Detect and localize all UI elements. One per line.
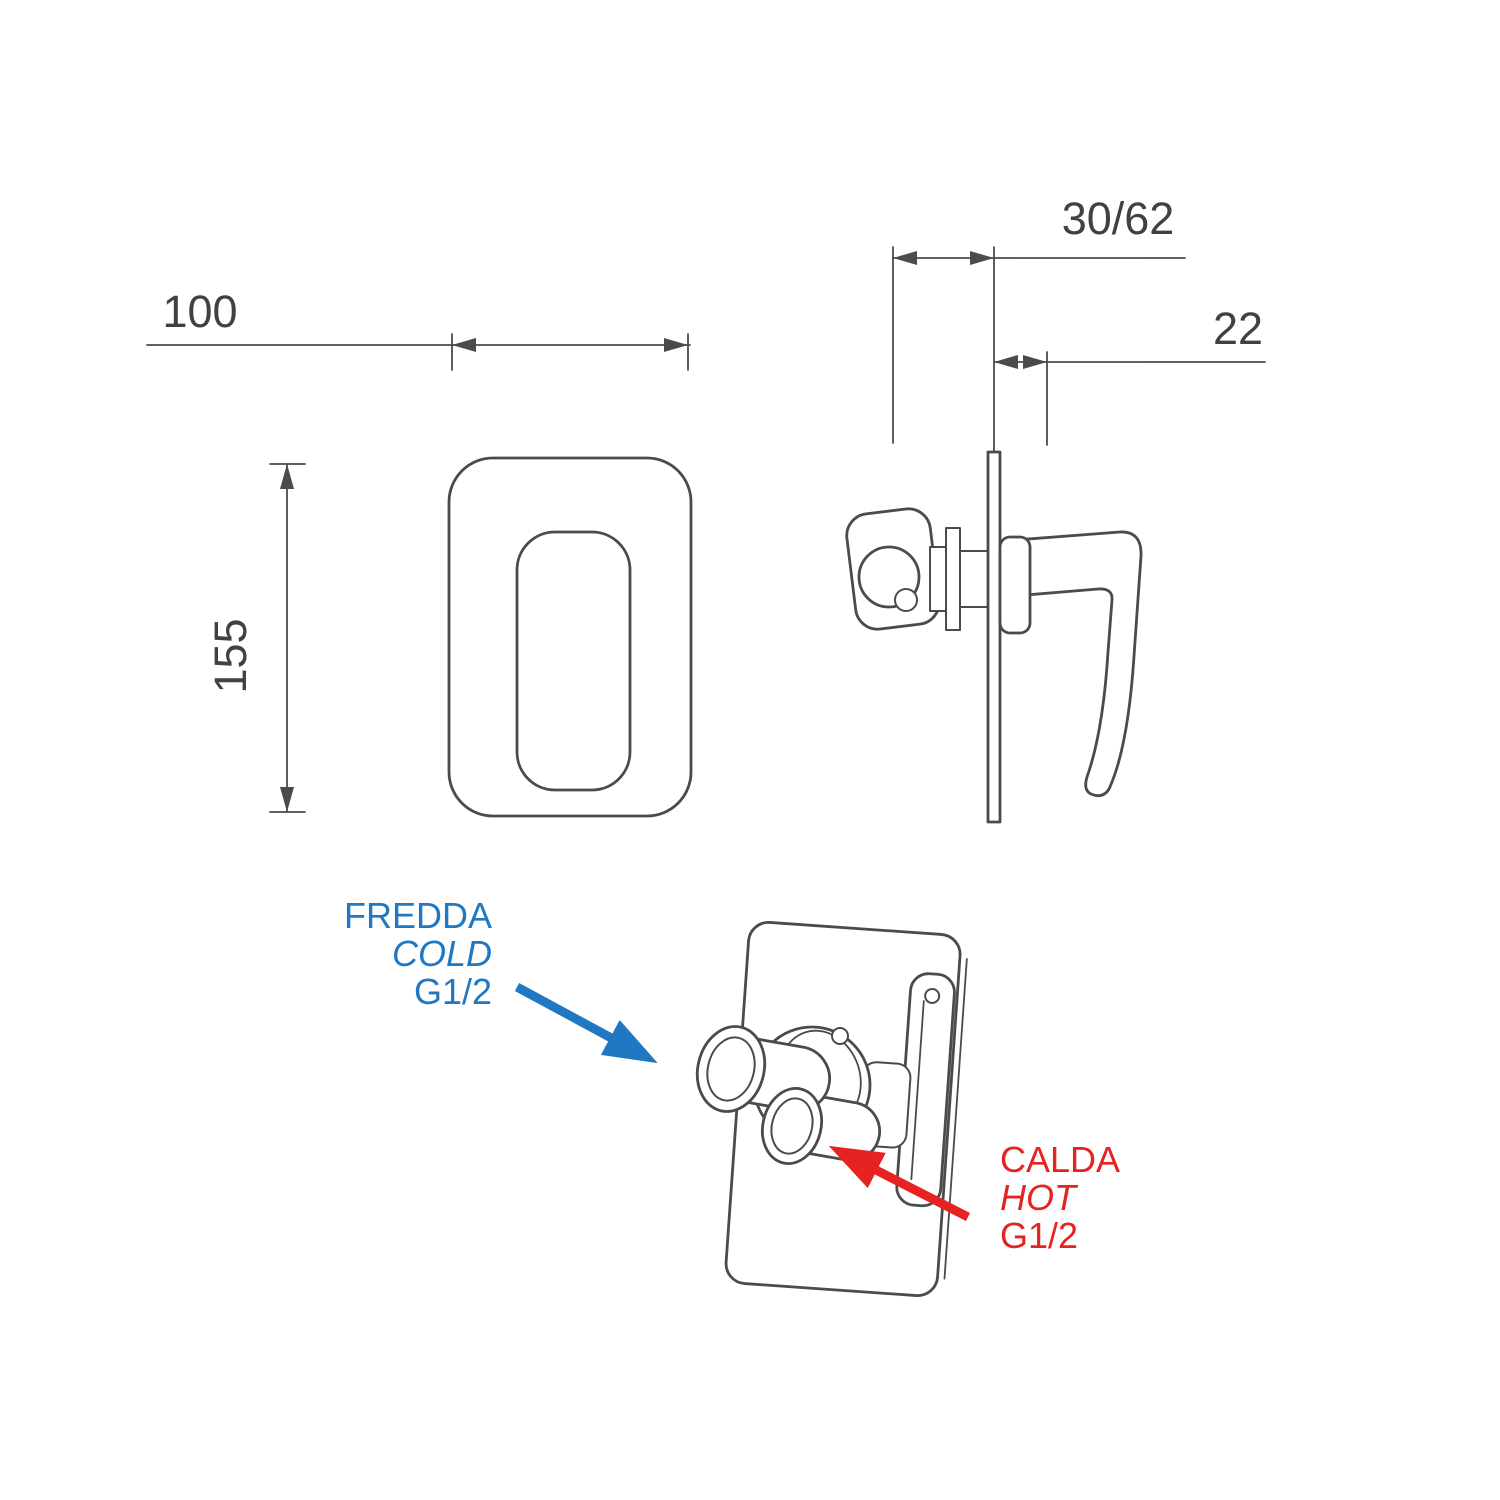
dim-height: 155 <box>205 463 306 813</box>
dim-width: 100 <box>146 286 691 371</box>
perspective-view <box>695 920 968 1298</box>
dim-depth-label: 30/62 <box>1062 193 1175 244</box>
side-cartridge-flange <box>945 527 961 631</box>
cold-arrow <box>514 983 658 1064</box>
hot-connection-annotation: CALDA HOT G1/2 <box>828 1139 1120 1256</box>
hot-label-name: CALDA <box>1000 1139 1120 1180</box>
dim-height-label: 155 <box>205 618 256 693</box>
dim-trim-arrow-left-icon <box>994 355 1018 369</box>
side-handle-base <box>998 535 1032 635</box>
dim-trim-label: 22 <box>1213 303 1263 354</box>
cold-inlet-thread <box>706 1036 756 1102</box>
front-plate-opening <box>515 530 632 792</box>
cold-label-thread: G1/2 <box>414 971 492 1012</box>
dim-depth: 30/62 <box>892 193 1186 453</box>
perspective-handle-screw <box>924 987 941 1004</box>
dim-width-arrow-left-icon <box>452 338 476 352</box>
cold-connection-annotation: FREDDA COLD G1/2 <box>344 895 658 1064</box>
hot-label-thread: G1/2 <box>1000 1215 1078 1256</box>
dim-depth-arrow-left-icon <box>893 251 917 265</box>
dim-height-arrow-bottom-icon <box>280 787 294 812</box>
dim-height-arrow-top-icon <box>280 464 294 489</box>
perspective-valve-screw <box>831 1027 849 1045</box>
hot-inlet-thread <box>770 1097 814 1155</box>
side-plate-edge <box>986 450 1002 824</box>
front-view <box>447 456 693 818</box>
side-view <box>845 450 1143 824</box>
perspective-handle-contour <box>910 1000 925 1180</box>
perspective-plate-thickness <box>943 958 968 1280</box>
side-lever-handle <box>1000 530 1143 798</box>
dim-depth-arrow-right-icon <box>970 251 994 265</box>
cold-label-name: FREDDA <box>344 895 492 936</box>
dim-trim: 22 <box>993 303 1266 446</box>
hot-arrow <box>828 1145 971 1222</box>
side-valve-port-small <box>894 588 918 612</box>
dim-trim-arrow-right-icon <box>1023 355 1047 369</box>
dim-width-label: 100 <box>162 286 237 337</box>
cold-label-alt: COLD <box>392 933 492 974</box>
hot-label-alt: HOT <box>1000 1177 1079 1218</box>
dim-width-arrow-right-icon <box>664 338 688 352</box>
side-cartridge-sleeve <box>959 550 989 608</box>
